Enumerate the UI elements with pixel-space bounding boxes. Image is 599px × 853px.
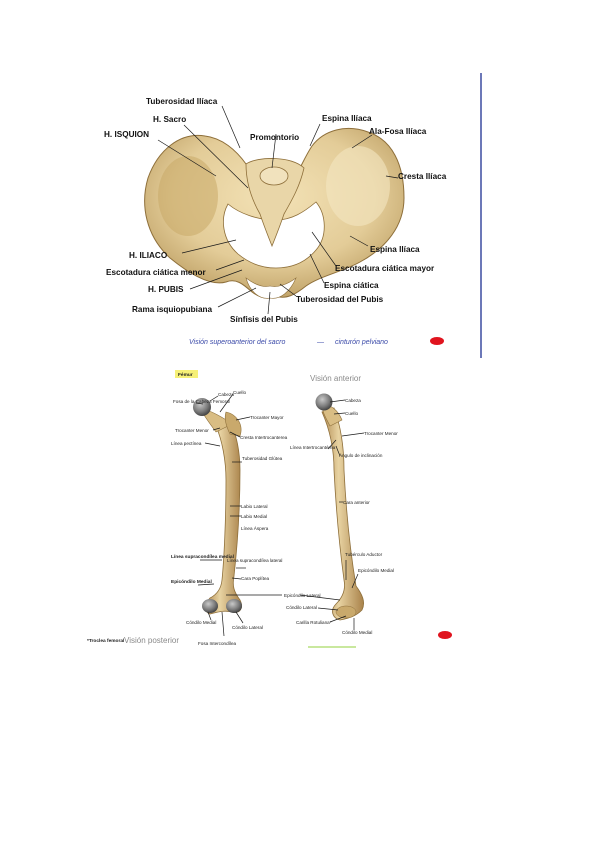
caption-left: Visión superoanterior del sacro xyxy=(189,339,285,346)
posterior-femoral-head xyxy=(193,398,211,416)
label-espina-iliaca-top: Espina Ilíaca xyxy=(322,114,372,123)
label-linea-intertrocanterea: Línea Intertrocantérea xyxy=(290,445,336,450)
label-trocanter-menor-anterior: Trocanter Menor xyxy=(364,431,398,436)
label-cresta-intertrocanterea: Cresta Intertrocanterea xyxy=(240,435,288,440)
label-condilo-medial-anterior: Cóndilo Medial xyxy=(342,630,372,635)
label-epicondilo-medial-anterior: Epicóndilo Medial xyxy=(358,568,394,573)
right-iliac-fossa xyxy=(326,146,390,226)
label-escotadura-mayor: Escotadura ciática mayor xyxy=(335,264,435,273)
caption-right: cinturón pelviano xyxy=(335,339,388,346)
label-cabeza-posterior: Cabeza xyxy=(218,392,234,397)
footnote-troclea: *Troclea femoral xyxy=(87,638,124,644)
label-sinfisis-pubis: Sínfisis del Pubis xyxy=(230,315,298,324)
posterior-trochanter xyxy=(224,411,242,437)
caption-dash: — xyxy=(316,339,325,346)
pubic-arch xyxy=(245,277,297,299)
posterior-femur xyxy=(193,398,242,615)
promontorio-mark xyxy=(259,166,289,186)
label-h-isquion: H. ISQUION xyxy=(104,130,149,139)
label-h-sacro: H. Sacro xyxy=(153,115,186,124)
label-cuello-anterior: Cuello xyxy=(345,411,358,416)
sacrum xyxy=(245,158,305,248)
label-cuello-posterior: Cuello xyxy=(233,390,246,395)
label-promontorio: Promontorio xyxy=(250,133,299,142)
label-trocanter-mayor: Trocanter Mayor xyxy=(250,415,284,420)
label-cara-poplitea: Cara Poplítea xyxy=(241,576,270,581)
label-condilo-lateral-anterior: Cóndilo Lateral xyxy=(286,605,317,610)
label-labio-medial: Labio Medial xyxy=(241,514,267,519)
label-epicondilo-lateral: Epicóndilo Lateral xyxy=(284,593,321,598)
label-trocanter-menor-posterior: Trocanter Menor xyxy=(175,428,209,433)
label-escotadura-menor: Escotadura ciática menor xyxy=(106,268,206,277)
anterior-femur xyxy=(315,393,364,621)
label-condilo-lateral-posterior: Cóndilo Lateral xyxy=(232,625,263,630)
label-tuberosidad-iliaca: Tuberosidad Ilíaca xyxy=(146,97,218,106)
label-cara-anterior: Cara anterior xyxy=(343,500,370,505)
posterior-condyle-left xyxy=(202,599,218,613)
label-espina-iliaca-lower: Espina Ilíaca xyxy=(370,245,420,254)
label-tuberculo-aductor: Tubérculo Aductor xyxy=(345,552,383,557)
femur-figure: Fémur Visión anterior xyxy=(87,370,452,648)
view-anterior-label: Visión anterior xyxy=(310,374,361,383)
label-ala-fosa-iliaca: Ala-Fosa Ilíaca xyxy=(369,127,427,136)
view-posterior-label: Visión posterior xyxy=(124,636,179,645)
anterior-femur-shaft xyxy=(321,407,364,621)
label-epicondilo-medial-posterior: Epicóndilo Medial xyxy=(171,579,212,585)
label-tuberosidad-pubis: Tuberosidad del Pubis xyxy=(296,295,384,304)
label-carilla-rotuliana: Carilla Rotuliana* xyxy=(296,620,332,625)
label-condilo-medial-posterior: Cóndilo Medial xyxy=(186,620,216,625)
label-espina-ciatica: Espina ciática xyxy=(324,281,379,290)
label-linea-pectinea: Línea pectínea xyxy=(171,441,202,446)
posterior-femur-shaft xyxy=(205,423,242,615)
label-rama-isquiopubiana: Rama isquiopubiana xyxy=(132,305,213,314)
left-iliac-fossa xyxy=(158,156,218,236)
label-cabeza-anterior: Cabeza xyxy=(345,398,361,403)
red-dot-marker-femur xyxy=(438,631,452,639)
red-dot-marker xyxy=(430,337,444,345)
posterior-condyle-right xyxy=(226,599,242,613)
label-linea-supracondilea-lateral: Línea supracondílea lateral xyxy=(227,558,282,563)
pelvis-figure: Tuberosidad Ilíaca H. Sacro H. ISQUION P… xyxy=(104,73,482,358)
femur-badge: Fémur xyxy=(178,372,193,378)
label-linea-supracondilea-medial: Línea supracondílea medial xyxy=(171,554,234,560)
label-linea-aspera: Línea Áspera xyxy=(241,525,269,531)
label-h-pubis: H. PUBIS xyxy=(148,285,184,294)
label-angulo-inclinacion: Ángulo de inclinación xyxy=(339,452,383,458)
label-tuberosidad-glutea: Tuberosidad Glútea xyxy=(242,456,283,461)
femur-badge-bg xyxy=(175,370,198,378)
anterior-condyle xyxy=(335,605,357,619)
label-fosa-intercondilea: Fosa Intercondílea xyxy=(198,641,236,646)
anterior-femoral-head xyxy=(315,393,333,411)
label-h-iliaco: H. ILIACO xyxy=(129,251,168,260)
label-fosa-cabeza: Fosa de la Cabeza Femoral xyxy=(173,399,230,404)
label-labio-lateral: Labio Lateral xyxy=(241,504,268,509)
label-cresta-iliaca: Cresta Ilíaca xyxy=(398,172,447,181)
